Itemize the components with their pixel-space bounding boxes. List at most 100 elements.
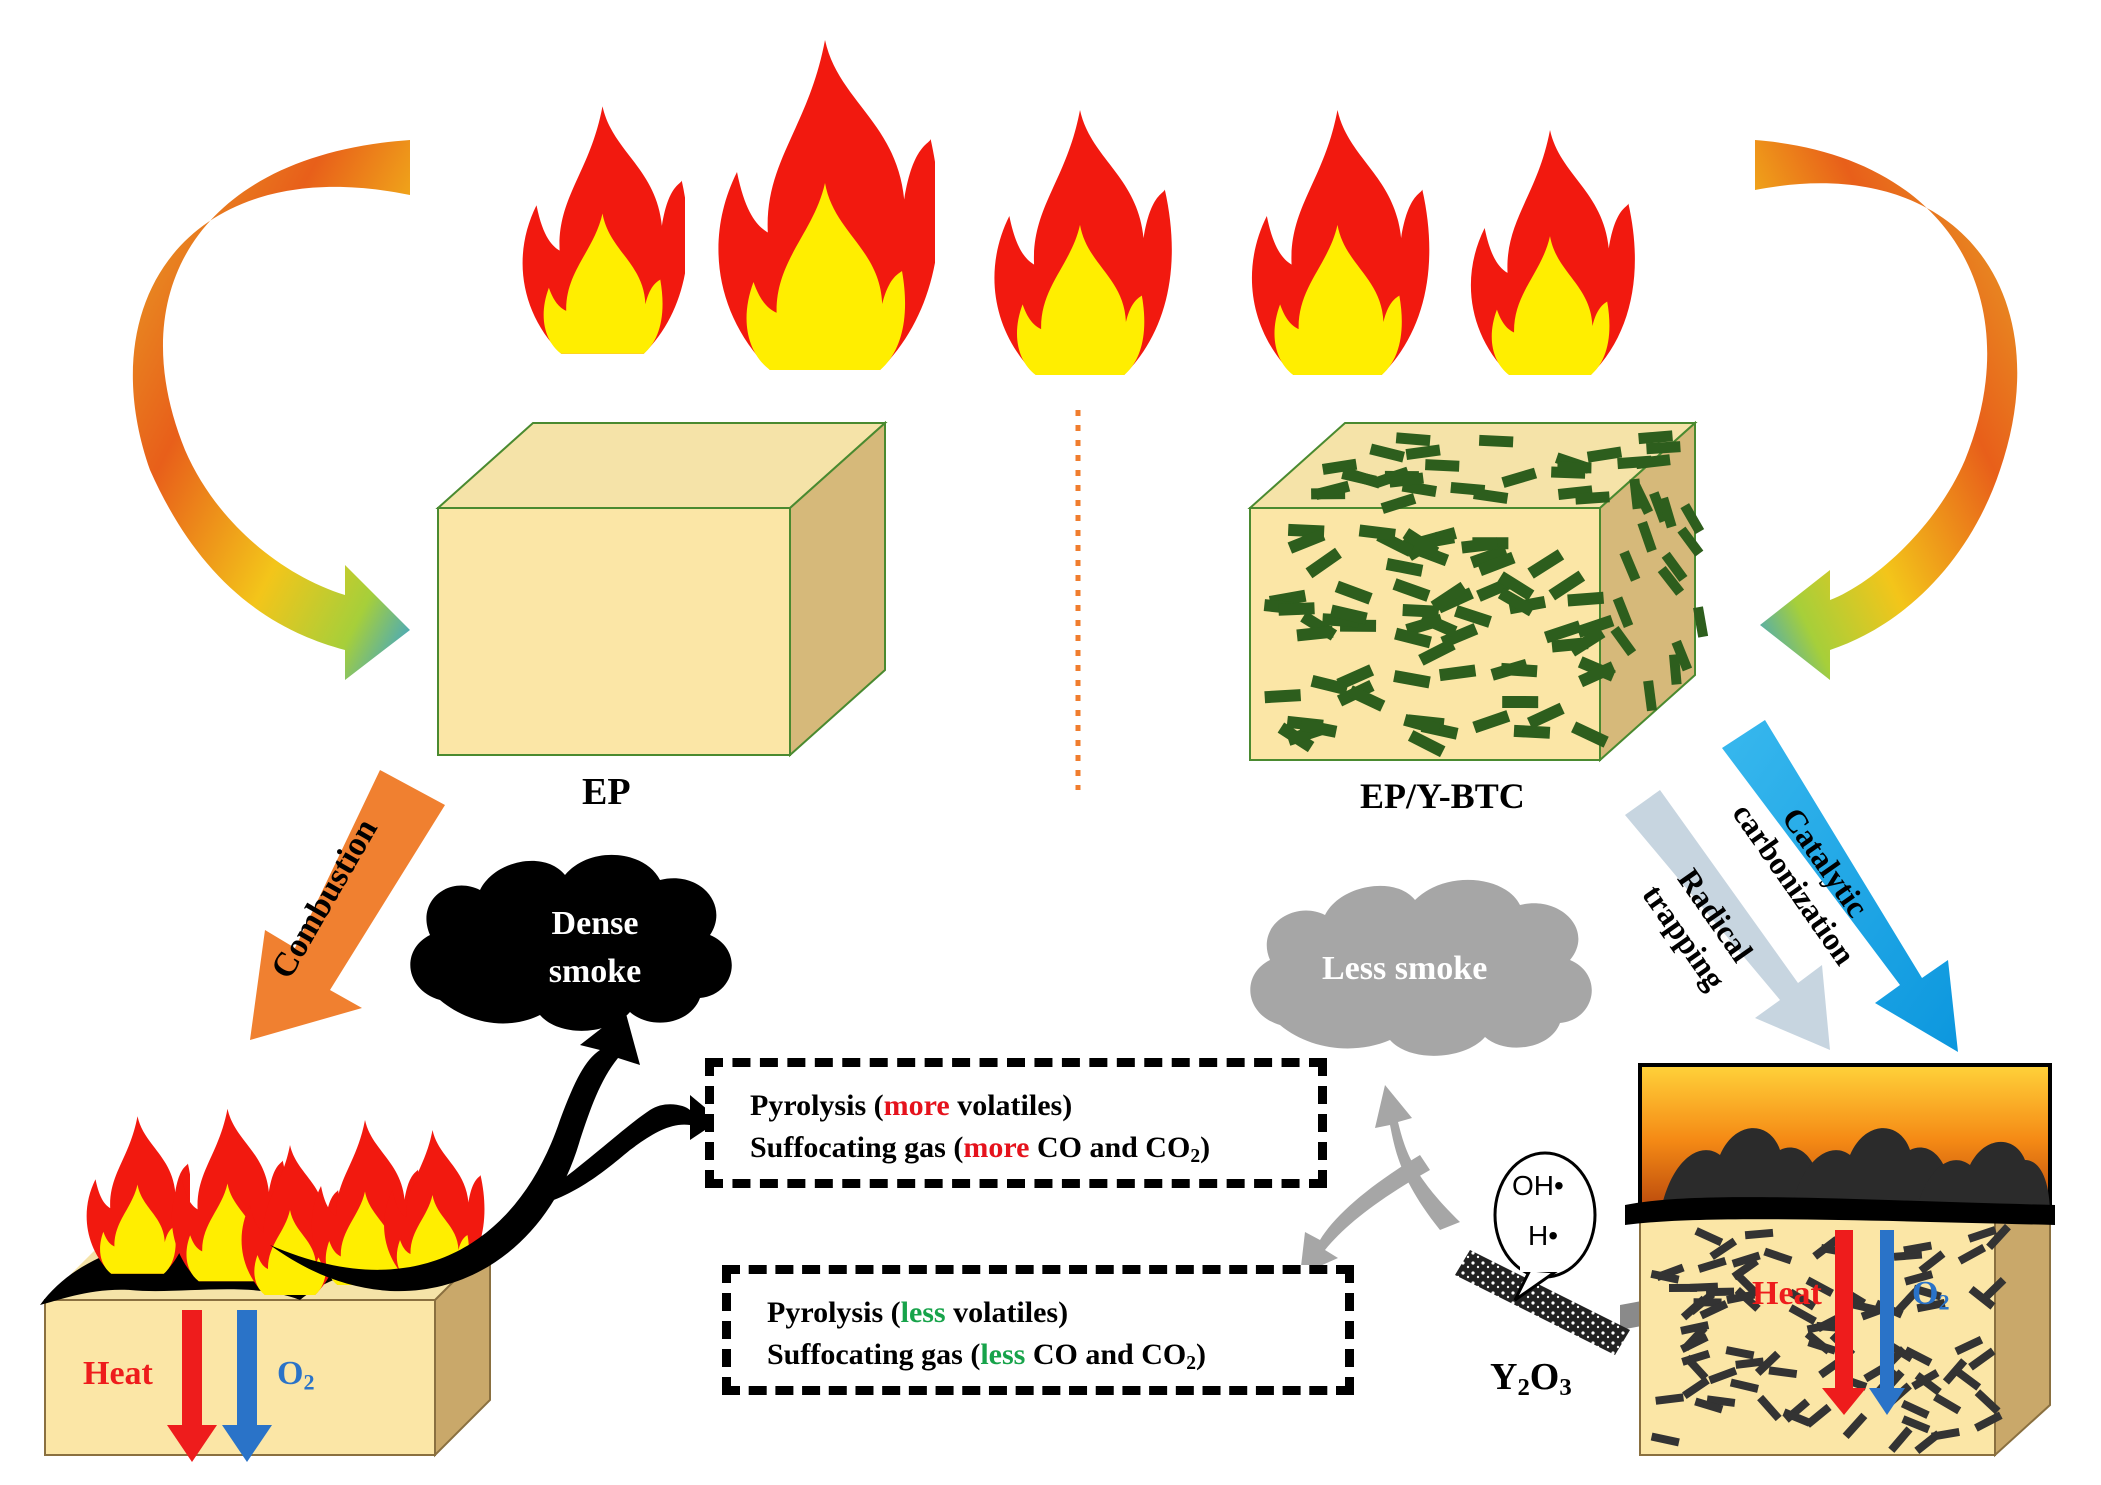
dense-smoke-label: Dense smoke	[548, 905, 642, 990]
filler-particle	[1405, 444, 1441, 460]
filler-particle	[1735, 1357, 1764, 1369]
filler-particle	[1329, 604, 1368, 625]
char-silhouettes	[1660, 1128, 2050, 1215]
filler-particle	[1578, 661, 1616, 688]
cloud-icon	[410, 854, 732, 1031]
filler-particle	[1393, 670, 1431, 689]
less-smoke-label: Less smoke	[1322, 950, 1488, 987]
filler-particle	[1385, 558, 1424, 577]
filler-particle	[1708, 1366, 1738, 1385]
filler-particle	[1725, 1346, 1755, 1360]
filler-particle	[1502, 695, 1539, 709]
filler-particle	[1694, 1227, 1724, 1247]
filler-particle	[1658, 496, 1677, 529]
curved-arrow-icon	[270, 1010, 720, 1292]
filler-particle	[1974, 1411, 2003, 1432]
filler-particle	[1637, 520, 1657, 553]
filler-particle	[1497, 587, 1536, 617]
heat-label: Heat	[1752, 1275, 1822, 1312]
filler-particle	[1671, 639, 1693, 672]
filler-particle	[1369, 443, 1405, 463]
heat-label: Heat	[83, 1355, 153, 1392]
filler-particle	[1942, 1358, 1968, 1385]
burning-ep-block	[40, 1108, 500, 1462]
filler-particle	[1804, 1403, 1832, 1428]
rod-icon	[1455, 1250, 1630, 1355]
filler-particle	[1706, 1287, 1735, 1297]
filler-particle	[1699, 1300, 1729, 1320]
heat-arrow	[1822, 1230, 1866, 1415]
filler-particle	[1894, 1288, 1920, 1315]
filler-particle	[1788, 1304, 1817, 1325]
flame-icon	[994, 110, 1172, 375]
catalytic-arrow	[1722, 720, 1958, 1052]
filler-particle	[1287, 529, 1326, 554]
filler-particle	[1299, 718, 1338, 738]
filler-particle	[1440, 623, 1479, 649]
filler-particle	[1571, 721, 1609, 748]
filler-particles	[1263, 430, 1709, 758]
filler-particle	[1543, 620, 1582, 644]
filler-particle	[1986, 1223, 2011, 1251]
filler-particle	[1526, 702, 1565, 729]
filler-particle	[1586, 446, 1623, 463]
flame-icon	[1470, 130, 1635, 375]
combustion-arrow	[250, 770, 445, 1040]
filler-particle	[1576, 614, 1615, 638]
filler-particle	[1619, 550, 1641, 582]
filler-particle	[1557, 461, 1592, 474]
filler-particle	[1918, 1250, 1946, 1274]
h-radical-label: H•	[1528, 1220, 1559, 1251]
filler-particle	[1968, 1347, 1996, 1371]
radical-trapping-arrow	[1625, 790, 1830, 1050]
filler-particle	[1548, 570, 1586, 601]
filler-particle	[1402, 528, 1440, 558]
filler-particle	[1477, 551, 1516, 576]
filler-particle	[1655, 1393, 1684, 1405]
filler-particle	[1497, 571, 1535, 601]
filler-particle	[1763, 1247, 1793, 1265]
filler-particle	[1888, 1426, 1913, 1453]
filler-particle	[1629, 478, 1643, 510]
filler-particle	[1310, 674, 1349, 696]
filler-particle	[1805, 1276, 1834, 1297]
filler-particle	[1734, 1271, 1760, 1298]
filler-particle	[1683, 1354, 1709, 1381]
filler-particle	[1305, 547, 1342, 579]
filler-particle	[1334, 580, 1373, 605]
filler-particle	[1314, 480, 1351, 500]
filler-particle	[1388, 472, 1424, 488]
filler-particle	[1782, 1408, 1812, 1427]
curved-arrow-icon	[1755, 140, 2018, 680]
filler-particle	[1697, 1256, 1727, 1273]
filler-particle	[1392, 578, 1431, 602]
filler-particle	[1405, 613, 1444, 636]
filler-particle	[1527, 549, 1565, 579]
heat-arrow	[167, 1310, 217, 1462]
filler-particle	[1974, 1389, 2001, 1415]
filler-particle	[1954, 1335, 1984, 1356]
filler-particle	[1693, 606, 1709, 638]
flame-icon	[522, 106, 685, 354]
cube-icon	[1247, 420, 1709, 763]
filler-particle	[1904, 1270, 1934, 1286]
filler-particle	[1657, 565, 1685, 596]
filler-particle	[1567, 591, 1605, 607]
oxygen-arrow	[222, 1310, 272, 1462]
filler-particle	[1677, 526, 1704, 557]
filler-particle	[1661, 551, 1688, 582]
oh-radical-label: OH•	[1512, 1170, 1564, 1201]
filler-particle	[1501, 467, 1538, 488]
filler-particle	[1264, 689, 1302, 704]
filler-particle	[1903, 1241, 1933, 1255]
filler-particle	[1680, 503, 1705, 535]
filler-particle	[1734, 1287, 1761, 1312]
filler-particle	[1709, 1237, 1738, 1260]
filler-particle	[1296, 625, 1334, 642]
filler-particle	[1806, 1319, 1836, 1334]
y2o3-label: Y2O3	[1490, 1356, 1572, 1402]
filler-particle	[1469, 544, 1508, 569]
filler-particle	[1900, 1399, 1930, 1419]
cloud-icon	[1250, 879, 1592, 1056]
filler-particle	[1957, 1244, 1987, 1265]
